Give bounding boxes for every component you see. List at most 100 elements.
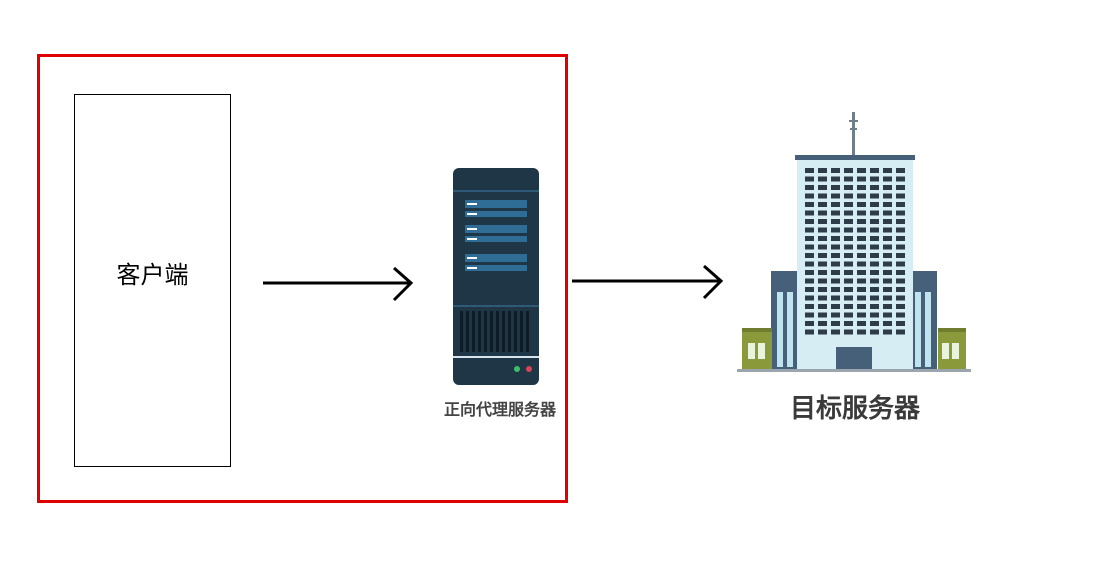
building-window [831,304,840,309]
building-window [883,193,892,199]
building-window [818,202,827,207]
building-window [805,227,814,233]
building-window [883,287,892,292]
building-window [870,261,879,267]
building-window [883,168,892,173]
office-building-icon [737,112,971,372]
building-window [870,304,879,309]
server-icon [453,168,539,385]
building-window [896,185,905,190]
building-window [805,185,814,190]
building-window [831,176,840,182]
building-window [896,219,905,224]
building-window [818,261,827,267]
building-window [870,227,879,233]
client-box: 客户端 [74,94,231,467]
building-window [883,210,892,216]
building-window [883,185,892,190]
building-window [805,210,814,216]
building-window [831,236,840,241]
building-window [896,278,905,284]
building-window [857,227,866,233]
building-window [844,176,853,182]
building-window [857,278,866,284]
building-window [857,270,866,275]
building-window [831,287,840,292]
building-window [831,193,840,199]
building-window [870,295,879,301]
building-window [857,253,866,258]
building-window [883,261,892,267]
building-window [831,202,840,207]
arrow-proxy-to-target [572,264,724,300]
building-window [844,295,853,301]
proxy-server-label: 正向代理服务器 [443,400,556,419]
building-window [805,261,814,267]
building-window [844,261,853,267]
building-window [805,236,814,241]
building-window [883,270,892,275]
building-window [883,236,892,241]
building-window [870,176,879,182]
building-window [831,270,840,275]
target-server-label: 目标服务器 [789,394,920,424]
building-window [896,193,905,199]
building-window [805,321,814,326]
building-window [805,253,814,258]
building-window [857,193,866,199]
building-window [896,168,905,173]
building-window [831,185,840,190]
building-window [844,287,853,292]
building-window [818,304,827,309]
building-window [844,304,853,309]
building-window [870,219,879,224]
building-window [831,227,840,233]
building-window [818,270,827,275]
building-window [857,202,866,207]
building-window [896,202,905,207]
building-window [883,176,892,182]
building-window [805,287,814,292]
building-window [870,312,879,318]
building-window [857,304,866,309]
building-window [857,210,866,216]
proxy-scope-frame [37,54,568,503]
building-window [870,329,879,335]
building-window [896,304,905,309]
building-window [805,295,814,301]
building-window [844,312,853,318]
building-window [896,253,905,258]
building-window [870,202,879,207]
building-window [844,210,853,216]
building-window [818,244,827,250]
building-window [896,312,905,318]
building-window [857,261,866,267]
building-window [831,244,840,250]
building-window [844,193,853,199]
building-window [818,185,827,190]
building-window [844,244,853,250]
building-window [857,287,866,292]
building-window [805,312,814,318]
building-window [870,253,879,258]
building-window [805,168,814,173]
building-window [818,253,827,258]
building-window [870,287,879,292]
building-window [844,278,853,284]
building-window [831,278,840,284]
building-window [831,312,840,318]
building-window [818,168,827,173]
building-window [896,329,905,335]
building-window [857,329,866,335]
building-window [857,312,866,318]
building-window [818,210,827,216]
building-window [883,244,892,250]
building-window [818,176,827,182]
building-window [844,168,853,173]
building-window [857,176,866,182]
building-window [805,278,814,284]
building-window [870,193,879,199]
building-window [883,278,892,284]
building-window [844,270,853,275]
